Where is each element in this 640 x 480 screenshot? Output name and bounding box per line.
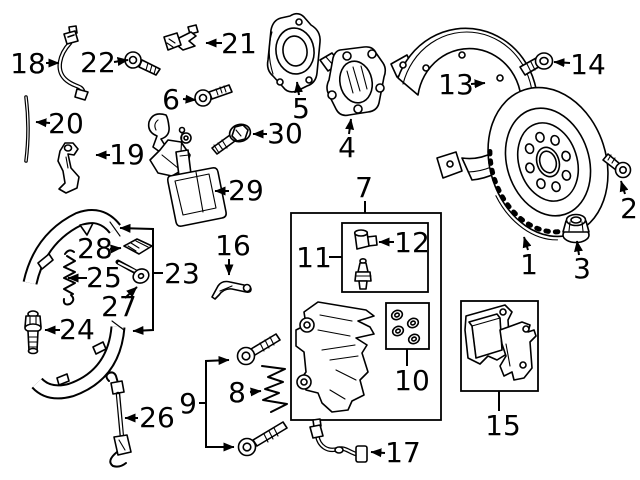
callout-label-22: 22 — [80, 46, 116, 79]
callout-label-25: 25 — [86, 261, 122, 294]
callout-label-29: 29 — [228, 174, 264, 207]
callout-15: 15 — [485, 391, 521, 442]
adjuster-lever — [211, 280, 252, 300]
brake-caliper — [295, 301, 375, 413]
brake-pad-set — [464, 304, 537, 381]
callout-22: 22 — [80, 46, 129, 79]
callout-20: 20 — [35, 107, 84, 140]
callout-label-15: 15 — [485, 409, 521, 442]
callout-label-26: 26 — [139, 401, 175, 434]
callout-18: 18 — [10, 47, 60, 80]
callout-label-14: 14 — [570, 48, 606, 81]
callout-label-23: 23 — [164, 257, 200, 290]
callout-label-1: 1 — [520, 248, 538, 281]
disc-brake-rotor — [487, 86, 609, 241]
caliper-guide-bolts — [236, 333, 288, 457]
callout-label-12: 12 — [394, 226, 430, 259]
callout-label-18: 18 — [10, 47, 46, 80]
callout-7: 7 — [355, 171, 373, 213]
callout-label-3: 3 — [573, 252, 591, 285]
callout-21: 21 — [205, 27, 257, 60]
shoe-adjuster — [24, 310, 42, 355]
callout-label-24: 24 — [59, 313, 95, 346]
callout-3: 3 — [573, 240, 591, 285]
callout-6: 6 — [162, 83, 197, 116]
callout-2: 2 — [619, 180, 638, 225]
callout-19: 19 — [95, 138, 145, 171]
callout-label-30: 30 — [267, 117, 303, 150]
anchor-pin — [115, 259, 150, 284]
hex-socket-bolt-22 — [124, 51, 161, 76]
callout-label-17: 17 — [385, 436, 421, 469]
callout-label-28: 28 — [77, 232, 113, 265]
pad-retainer-clip — [261, 365, 288, 413]
socket-head-bolt-6 — [194, 84, 233, 107]
callout-30: 30 — [252, 117, 303, 150]
rotor-set-screw — [602, 153, 632, 179]
callout-9: 9 — [179, 355, 235, 452]
flange-nut — [562, 213, 590, 244]
brake-hose — [57, 25, 89, 101]
callout-label-13: 13 — [438, 68, 474, 101]
callout-label-16: 16 — [215, 229, 251, 262]
adjuster-wedge — [123, 238, 153, 255]
callout-8: 8 — [228, 376, 262, 409]
callout-label-20: 20 — [48, 107, 84, 140]
callout-4: 4 — [338, 118, 356, 164]
mounting-bracket — [57, 142, 80, 194]
actuator-bolt-30 — [211, 123, 252, 155]
callout-label-2: 2 — [620, 192, 638, 225]
callout-label-9: 9 — [179, 387, 197, 420]
shim-strip — [24, 95, 30, 163]
callout-label-27: 27 — [101, 290, 137, 323]
callout-label-19: 19 — [109, 138, 145, 171]
callout-label-21: 21 — [221, 27, 257, 60]
retainer-clip-21 — [163, 24, 199, 51]
callout-14: 14 — [553, 48, 606, 81]
callout-label-4: 4 — [338, 131, 356, 164]
callout-5: 5 — [292, 81, 310, 125]
callout-label-8: 8 — [228, 376, 246, 409]
callout-label-5: 5 — [292, 92, 310, 125]
callouts: 1 2 3 4 5 6 7 8 — [10, 27, 638, 469]
parking-brake-actuator — [147, 113, 227, 227]
callout-28: 28 — [77, 232, 122, 265]
callout-26: 26 — [124, 401, 175, 434]
callout-label-6: 6 — [162, 83, 180, 116]
callout-29: 29 — [214, 174, 264, 207]
callout-1: 1 — [520, 236, 538, 281]
callout-27: 27 — [101, 286, 138, 323]
callout-label-11: 11 — [296, 241, 332, 274]
hub-bearing-flange — [266, 12, 321, 93]
callout-13: 13 — [438, 68, 486, 101]
bleeder-screw — [354, 257, 372, 290]
shield-screw — [519, 52, 554, 76]
callout-17: 17 — [370, 436, 421, 469]
callout-11: 11 — [296, 241, 342, 274]
wear-sensor-wire — [309, 418, 368, 463]
callout-10: 10 — [394, 349, 430, 397]
callout-25: 25 — [67, 261, 122, 294]
seal-kit — [390, 309, 421, 345]
callout-12: 12 — [378, 226, 430, 259]
callout-16: 16 — [215, 229, 251, 276]
callout-label-10: 10 — [394, 364, 430, 397]
parking-brake-shoe-lower — [31, 320, 126, 400]
connecting-link — [105, 371, 132, 468]
callout-label-7: 7 — [355, 171, 373, 204]
callout-24: 24 — [44, 313, 95, 346]
wheel-hub — [319, 46, 387, 117]
parking-brake-shoe-upper — [22, 209, 121, 285]
bleeder-cap — [353, 229, 378, 250]
callout-23: 23 — [119, 223, 200, 335]
